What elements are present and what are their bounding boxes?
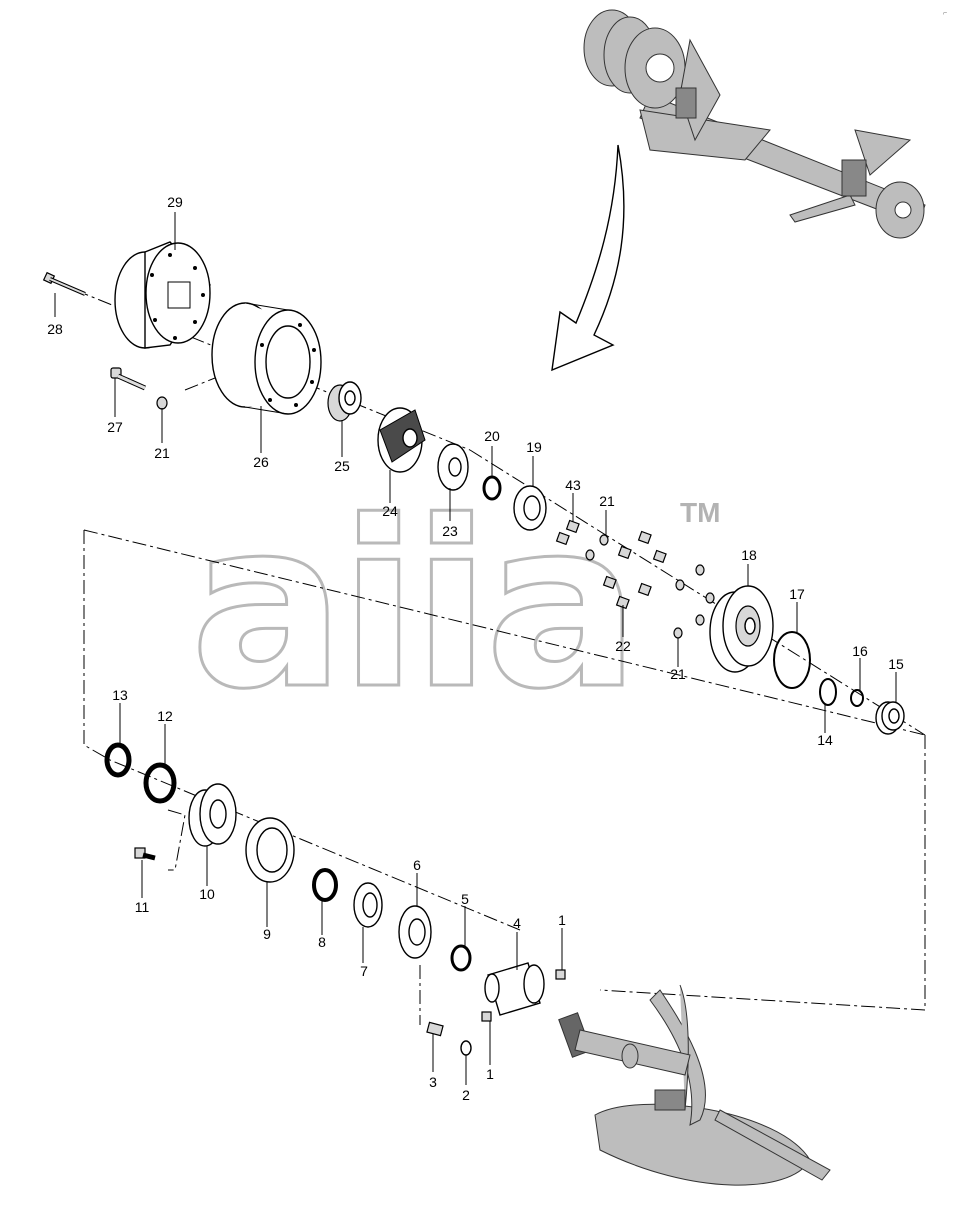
callout-5: 5	[461, 891, 469, 907]
callout-9: 9	[263, 926, 271, 942]
callout-3: 3	[429, 1074, 437, 1090]
watermark-logo: aiia	[190, 473, 634, 740]
callout-22: 22	[615, 638, 631, 654]
callout-1-upper: 1	[558, 912, 566, 928]
callout-26: 26	[253, 454, 269, 470]
part-19-gasket	[513, 485, 547, 531]
callout-6: 6	[413, 857, 421, 873]
part-12-seal-ring	[143, 762, 177, 804]
part-7-plate	[353, 882, 383, 928]
part-18-bearing-housing	[709, 585, 774, 673]
callout-24: 24	[382, 503, 398, 519]
callout-2: 2	[462, 1087, 470, 1103]
callout-10: 10	[199, 886, 215, 902]
callout-20: 20	[484, 428, 500, 444]
part-43-bolts	[555, 519, 667, 610]
part-2-cap	[460, 1040, 472, 1056]
part-1-screws	[481, 969, 566, 1022]
callout-18: 18	[741, 547, 757, 563]
part-3-fitting	[426, 1021, 444, 1037]
callout-8: 8	[318, 934, 326, 950]
callout-29: 29	[167, 194, 183, 210]
part-26-adapter-ring	[211, 302, 322, 415]
watermark: aiia TM	[189, 472, 721, 742]
part-25-nut	[327, 381, 362, 422]
part-24-cover	[377, 407, 426, 473]
callout-7: 7	[360, 963, 368, 979]
callout-27: 27	[107, 419, 123, 435]
callout-43: 43	[565, 477, 581, 493]
part-23-seal-plate	[437, 443, 469, 491]
top-assembly-illustration: ⌐	[583, 9, 947, 239]
part-10-flange-housing	[188, 783, 237, 847]
callout-17: 17	[789, 586, 805, 602]
part-5-o-ring	[450, 944, 472, 972]
svg-text:⌐: ⌐	[943, 10, 947, 17]
callout-28: 28	[47, 321, 63, 337]
part-17-o-ring	[773, 631, 811, 689]
part-21-washer-left	[156, 396, 168, 410]
callout-21-upper: 21	[599, 493, 615, 509]
callout-11: 11	[135, 899, 150, 915]
part-13-seal-ring	[104, 742, 132, 778]
callout-labels: 29 28 27 21 26 25 24 23 20 19 43 21 22 2…	[47, 194, 904, 1103]
bottom-assembly-illustration	[558, 984, 831, 1186]
part-8-ring	[312, 868, 338, 902]
callout-25: 25	[334, 458, 350, 474]
part-11-bolt	[134, 847, 156, 861]
callout-13: 13	[112, 687, 128, 703]
callout-16: 16	[852, 643, 868, 659]
callout-23: 23	[442, 523, 458, 539]
callout-14: 14	[817, 732, 833, 748]
part-4-sleeve	[484, 962, 545, 1016]
callout-19: 19	[526, 439, 542, 455]
callout-21-left: 21	[154, 445, 170, 461]
part-27-bolt	[110, 367, 147, 391]
callout-15: 15	[888, 656, 904, 672]
part-6-flange	[398, 905, 432, 959]
part-28-bolt	[42, 271, 86, 296]
callout-12: 12	[157, 708, 173, 724]
part-9-gasket	[245, 817, 295, 883]
part-16-snap-ring	[850, 689, 864, 707]
leader-lines	[54, 212, 897, 1085]
part-21-washers	[585, 534, 715, 639]
watermark-trademark: TM	[680, 497, 720, 528]
part-14-ring	[819, 678, 837, 706]
part-15-seal	[875, 701, 905, 735]
callout-1-lower: 1	[486, 1066, 494, 1082]
part-29-hub-motor	[114, 241, 211, 349]
direction-arrow	[551, 144, 625, 372]
callout-4: 4	[513, 915, 521, 931]
callout-21-lower: 21	[670, 666, 686, 682]
